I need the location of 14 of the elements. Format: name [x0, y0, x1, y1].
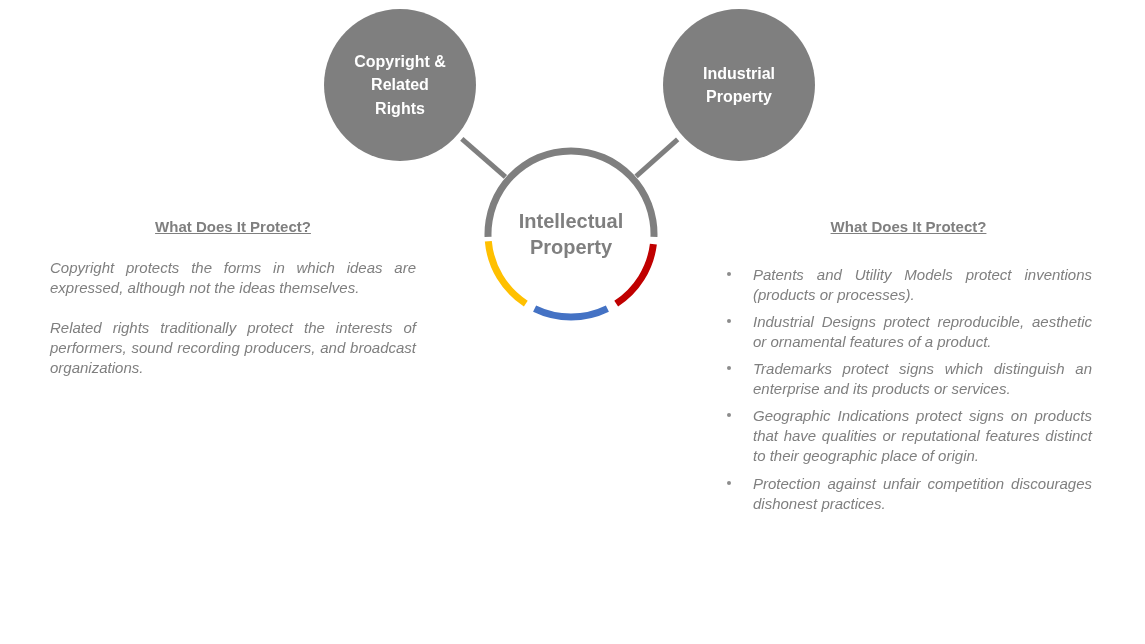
bullet-text: Protection against unfair competition discourages dishonest practices.: [753, 474, 1092, 514]
bullet-text: Industrial Designs protect reproducible, aesthetic or ornamental features of a product.: [753, 312, 1092, 352]
description-paragraph: Related rights traditionally protect the interests of performers, sound recording producers, and broadcast organizations.: [50, 318, 416, 378]
connector-line: [634, 137, 680, 179]
section-heading: What Does It Protect?: [829, 217, 988, 237]
node-label: Copyright & Related Rights: [353, 52, 447, 119]
section-heading: What Does It Protect?: [154, 217, 312, 237]
node-label: Intellectual Property: [517, 209, 625, 260]
node-label: Industrial Property: [702, 63, 776, 107]
connector-line: [460, 137, 508, 179]
bullet-text: Geographic Indications protect signs on products that have qualities or reputational features distinct to their geographic place of origin.: [753, 406, 1092, 466]
bullet-text: Patents and Utility Models protect inventions (products or processes).: [753, 265, 1092, 305]
description-paragraph: Copyright protects the forms in which ideas are expressed, although not the ideas themselves.: [50, 258, 416, 298]
bullet-text: Trademarks protect signs which distinguish an enterprise and its products or services.: [753, 359, 1092, 399]
